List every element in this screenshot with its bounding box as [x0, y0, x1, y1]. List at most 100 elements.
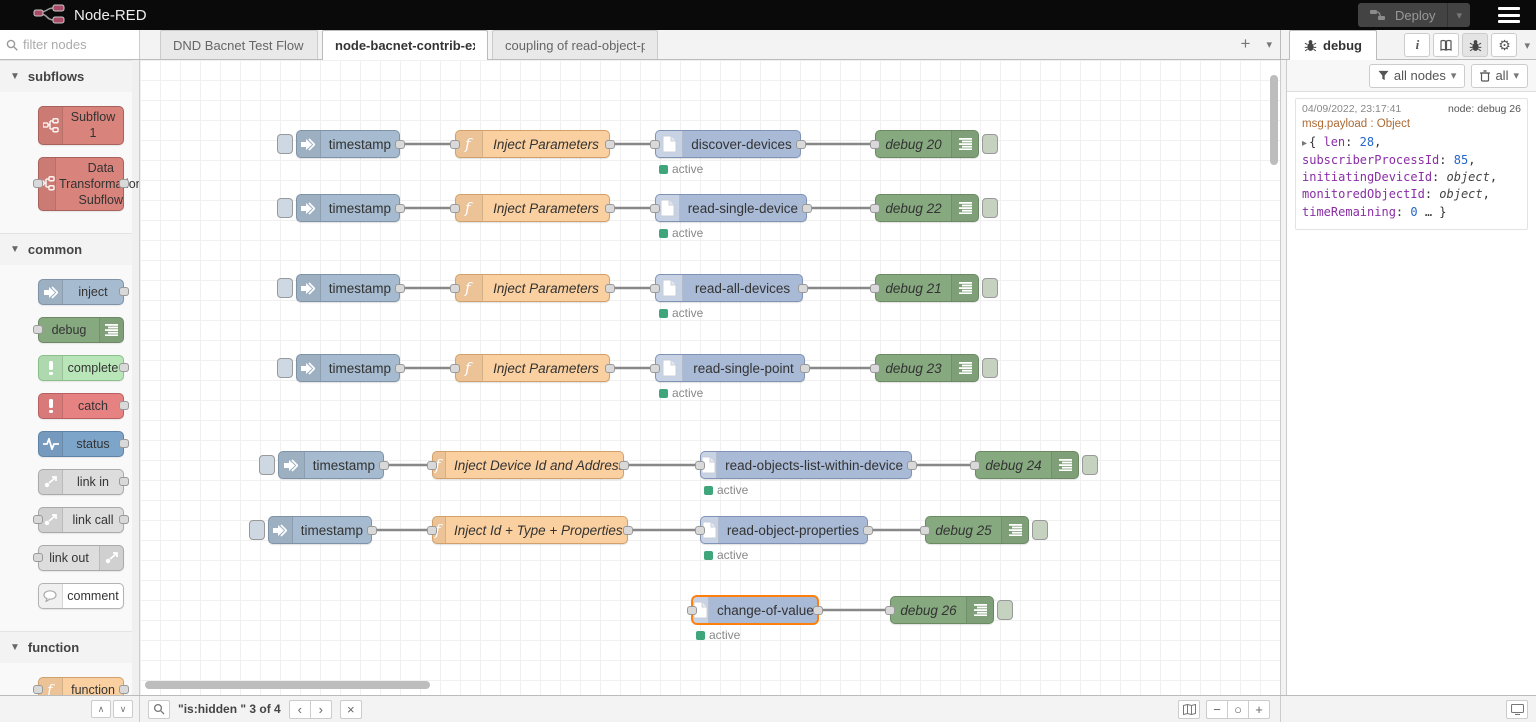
output-port[interactable] — [367, 526, 377, 535]
inject-trigger-button[interactable] — [277, 278, 293, 298]
debug-toggle-button[interactable] — [982, 134, 998, 154]
palette-node-subflow-1[interactable]: Subflow 1 — [38, 106, 124, 145]
palette-node-data-transformation-subflow[interactable]: Data Transformation Subflow — [33, 156, 139, 212]
search-button[interactable] — [148, 699, 170, 719]
zoom-out-button[interactable]: − — [1206, 699, 1228, 719]
deploy-button[interactable]: Deploy ▾ — [1358, 3, 1470, 27]
inject-trigger-button[interactable] — [249, 520, 265, 540]
config-tab-button[interactable]: ⚙ — [1491, 33, 1518, 57]
flow-node-timestamp[interactable]: timestamp — [249, 516, 377, 544]
output-port[interactable] — [119, 287, 129, 297]
output-port[interactable] — [605, 284, 615, 293]
output-port[interactable] — [907, 461, 917, 470]
output-port[interactable] — [119, 363, 129, 373]
debug-toggle-button[interactable] — [1082, 455, 1098, 475]
flow-node-timestamp[interactable]: timestamp — [259, 451, 389, 479]
debug-message-source[interactable]: node: debug 26 — [1448, 103, 1521, 115]
flow-node-read-objects-list-within-device[interactable]: read-objects-list-within-device — [695, 451, 917, 479]
output-port[interactable] — [395, 364, 405, 373]
flow-node-read-all-devices[interactable]: read-all-devices — [650, 274, 808, 302]
output-port[interactable] — [119, 515, 129, 525]
zoom-reset-button[interactable]: ○ — [1227, 699, 1249, 719]
flow-tab-dnd-bacnet-test-flow[interactable]: DND Bacnet Test Flow — [160, 30, 318, 59]
output-port[interactable] — [863, 526, 873, 535]
flow-node-debug-24[interactable]: debug 24 — [970, 451, 1098, 479]
collapse-categories-button[interactable]: ∧ — [91, 700, 111, 718]
output-port[interactable] — [796, 140, 806, 149]
input-port[interactable] — [870, 140, 880, 149]
deploy-dropdown[interactable]: ▾ — [1447, 3, 1470, 27]
add-flow-button[interactable]: + — [1240, 34, 1251, 53]
search-prev-button[interactable]: ‹ — [288, 699, 311, 719]
palette-node-link-call[interactable]: link call — [33, 507, 129, 534]
output-port[interactable] — [800, 364, 810, 373]
input-port[interactable] — [450, 140, 460, 149]
output-port[interactable] — [798, 284, 808, 293]
debug-message[interactable]: 04/09/2022, 23:17:41 node: debug 26 msg.… — [1295, 98, 1528, 231]
output-port[interactable] — [119, 477, 129, 487]
input-port[interactable] — [33, 553, 43, 563]
input-port[interactable] — [885, 606, 895, 615]
sidebar-resize-handle[interactable] — [1280, 60, 1287, 695]
palette-node-link-in[interactable]: link in — [38, 469, 129, 496]
inject-trigger-button[interactable] — [277, 134, 293, 154]
input-port[interactable] — [650, 284, 660, 293]
input-port[interactable] — [870, 364, 880, 373]
flow-node-timestamp[interactable]: timestamp — [277, 194, 405, 222]
output-port[interactable] — [395, 140, 405, 149]
input-port[interactable] — [450, 364, 460, 373]
info-tab-button[interactable]: i — [1404, 33, 1431, 57]
canvas-vertical-scrollbar[interactable] — [1270, 75, 1278, 165]
zoom-in-button[interactable]: + — [1248, 699, 1270, 719]
expand-categories-button[interactable]: ∨ — [113, 700, 133, 718]
search-close-button[interactable]: × — [339, 699, 362, 719]
debug-toggle-button[interactable] — [982, 358, 998, 378]
input-port[interactable] — [870, 204, 880, 213]
flow-node-timestamp[interactable]: timestamp — [277, 274, 405, 302]
debug-filter-button[interactable]: all nodes ▾ — [1368, 63, 1466, 88]
input-port[interactable] — [870, 284, 880, 293]
output-port[interactable] — [379, 461, 389, 470]
flow-node-read-single-device[interactable]: read-single-device — [650, 194, 812, 222]
output-port[interactable] — [605, 204, 615, 213]
canvas-horizontal-scrollbar[interactable] — [145, 681, 430, 689]
palette-scrollbar[interactable] — [132, 60, 139, 695]
input-port[interactable] — [695, 526, 705, 535]
output-port[interactable] — [119, 178, 129, 188]
palette-node-status[interactable]: status — [38, 431, 129, 458]
open-debug-window-button[interactable] — [1506, 699, 1528, 719]
expand-payload-caret[interactable]: ▸ — [1302, 138, 1308, 149]
output-port[interactable] — [605, 140, 615, 149]
debug-message-payload[interactable]: ▸{ len: 28, subscriberProcessId: 85, ini… — [1302, 134, 1521, 221]
flow-node-debug-20[interactable]: debug 20 — [870, 130, 998, 158]
input-port[interactable] — [650, 140, 660, 149]
flow-node-read-single-point[interactable]: read-single-point — [650, 354, 810, 382]
flow-node-debug-22[interactable]: debug 22 — [870, 194, 998, 222]
flow-node-timestamp[interactable]: timestamp — [277, 354, 405, 382]
input-port[interactable] — [427, 461, 437, 470]
palette-category-header-common[interactable]: ▼common — [0, 234, 139, 266]
palette-node-link-out[interactable]: link out — [33, 545, 124, 572]
input-port[interactable] — [33, 325, 43, 335]
output-port[interactable] — [619, 461, 629, 470]
tab-debug[interactable]: debug — [1289, 30, 1377, 60]
flow-node-debug-23[interactable]: debug 23 — [870, 354, 998, 382]
debug-clear-button[interactable]: all ▾ — [1471, 63, 1528, 88]
search-next-button[interactable]: › — [309, 699, 332, 719]
input-port[interactable] — [695, 461, 705, 470]
input-port[interactable] — [33, 685, 43, 695]
output-port[interactable] — [813, 606, 823, 615]
inject-trigger-button[interactable] — [277, 198, 293, 218]
input-port[interactable] — [33, 515, 43, 525]
flow-node-debug-26[interactable]: debug 26 — [885, 596, 1013, 624]
palette-node-inject[interactable]: inject — [38, 279, 129, 306]
debug-toggle-button[interactable] — [1032, 520, 1048, 540]
output-port[interactable] — [802, 204, 812, 213]
output-port[interactable] — [395, 284, 405, 293]
input-port[interactable] — [33, 178, 43, 188]
flow-tab-node-bacnet-contrib-exten[interactable]: node-bacnet-contrib-exten — [322, 30, 488, 60]
